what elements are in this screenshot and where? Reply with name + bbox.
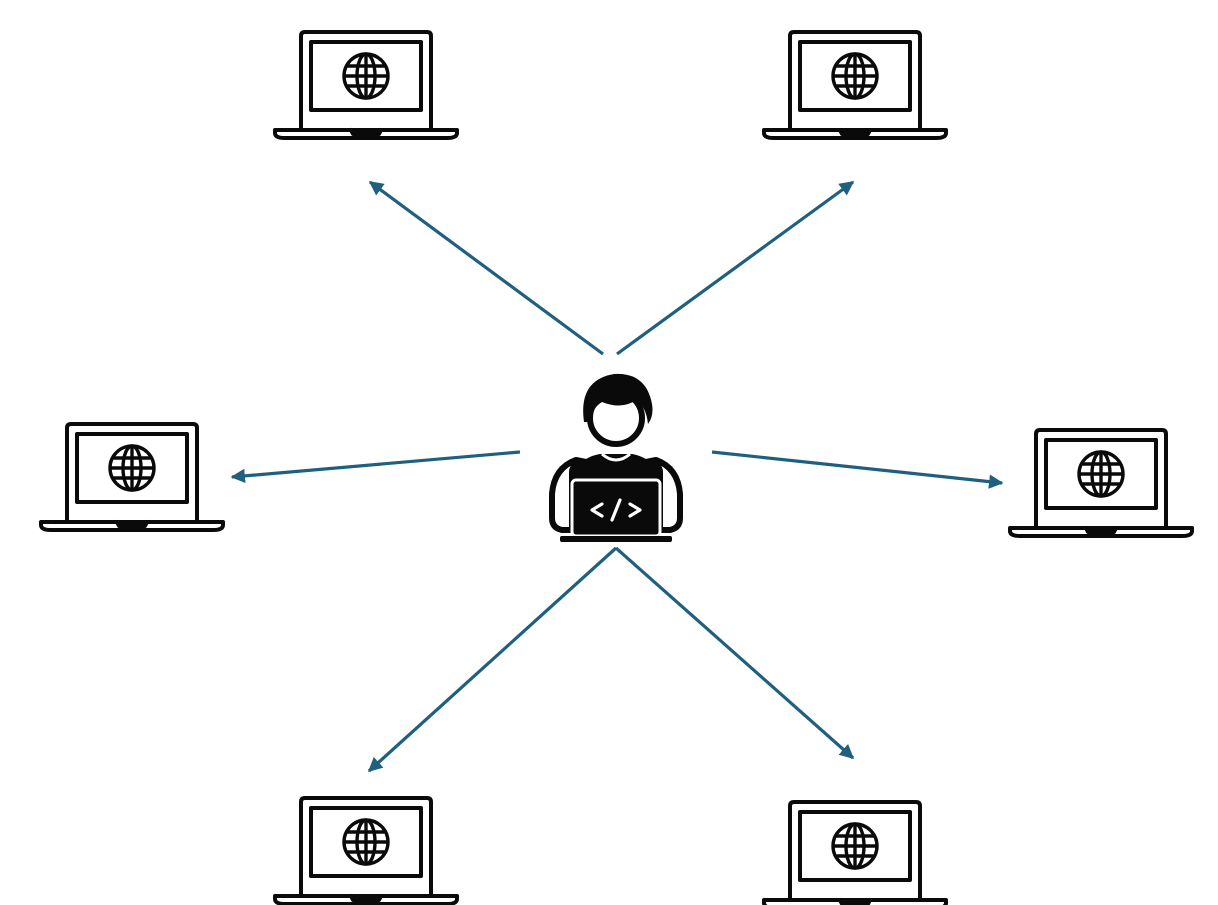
laptop-globe-icon (273, 796, 459, 905)
arrow-to-middle-left (230, 450, 521, 484)
arrow-to-top-left (368, 180, 604, 356)
arrow-to-middle-right (711, 450, 1004, 489)
arrow-to-top-right (616, 180, 855, 356)
developer-with-code-laptop-icon (549, 373, 683, 542)
edges (230, 180, 1004, 773)
laptop-globe-icon (39, 422, 225, 532)
laptop-globe-icon (273, 30, 459, 140)
laptop-globe-icon (762, 30, 948, 140)
laptop-globe-icon (762, 800, 948, 905)
client-laptop-bottom-left (273, 796, 459, 905)
arrow-to-bottom-left (367, 546, 618, 773)
client-laptop-middle-right (1008, 428, 1194, 538)
client-laptop-middle-left (39, 422, 225, 532)
client-laptop-bottom-right (762, 800, 948, 905)
laptop-globe-icon (1008, 428, 1194, 538)
arrow-to-bottom-right (614, 546, 855, 760)
client-laptop-top-right (762, 30, 948, 140)
client-laptop-top-left (273, 30, 459, 140)
